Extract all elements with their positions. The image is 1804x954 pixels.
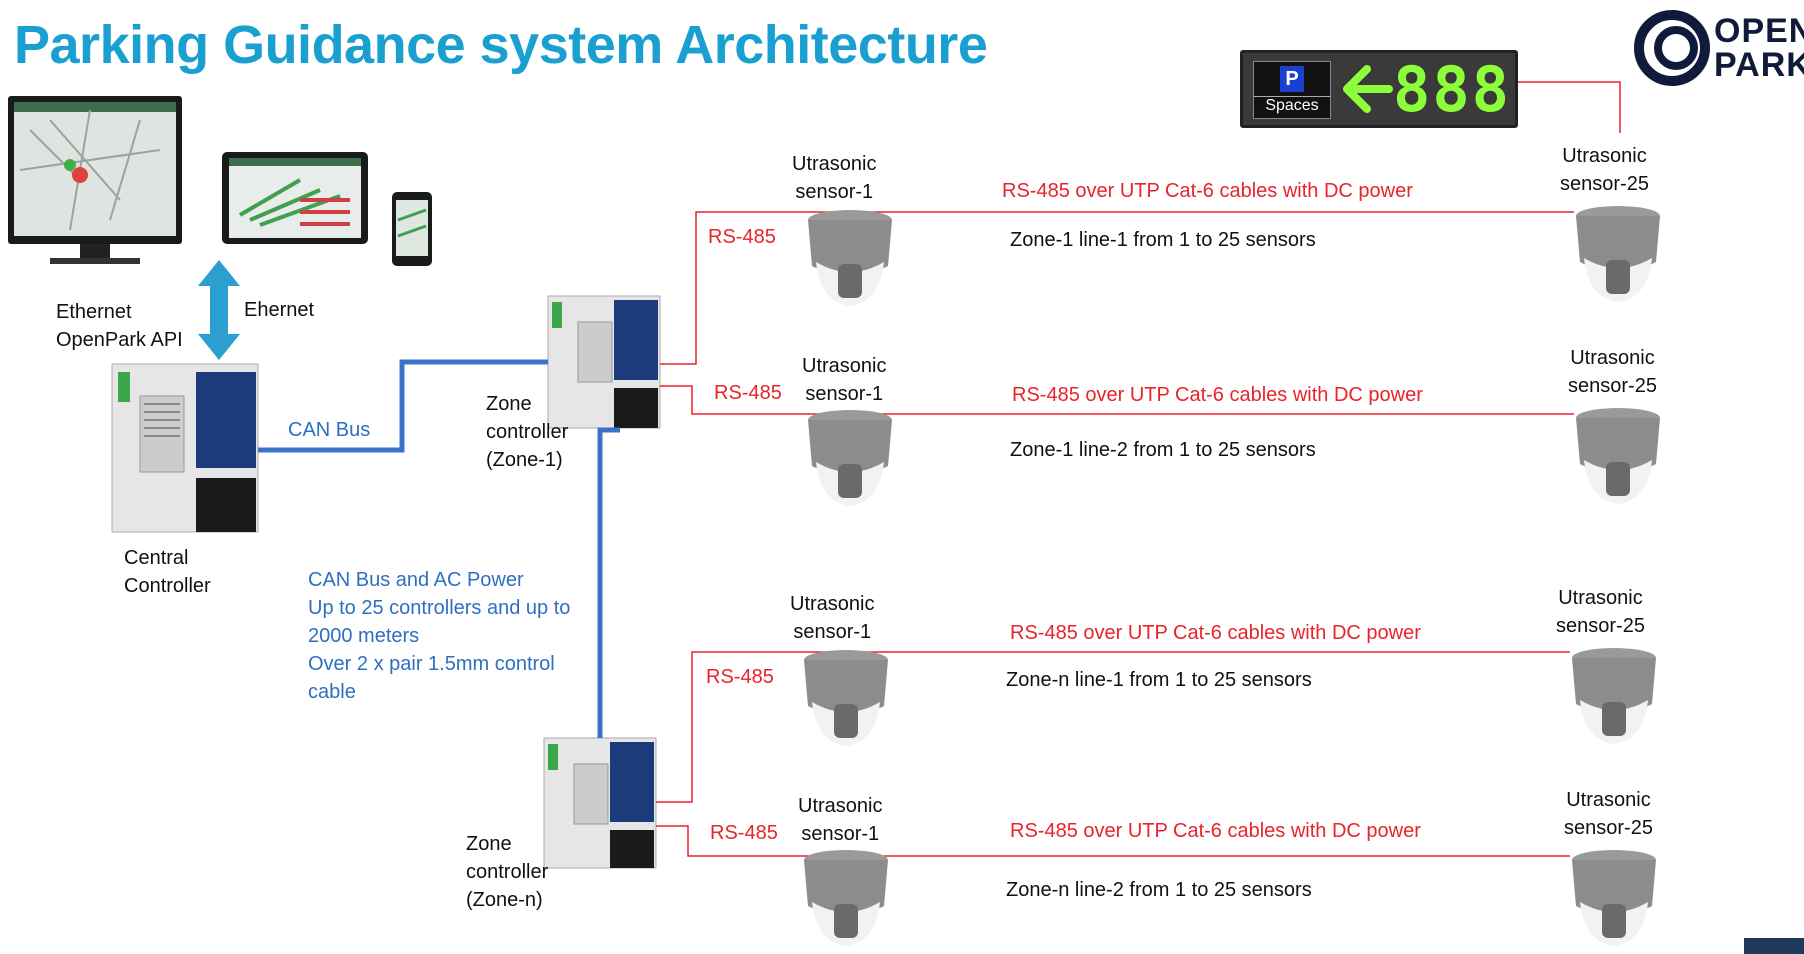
- logo-line-2: PARK: [1714, 46, 1804, 84]
- can-bus-lines: [258, 359, 620, 738]
- sensor-label-line-1: Utrasonic: [792, 153, 877, 175]
- sensor-25-label: Utrasonic sensor-25: [1560, 142, 1649, 198]
- sensor-icon: [1576, 206, 1660, 302]
- zone-1-label: Zone controller (Zone-1): [486, 390, 568, 474]
- corner-block: [1744, 938, 1804, 954]
- cable-label: RS-485 over UTP Cat-6 cables with DC pow…: [1002, 180, 1413, 202]
- can-power-line-3: 2000 meters: [308, 625, 420, 647]
- can-power-line-2: Up to 25 controllers and up to: [308, 597, 571, 619]
- line-description: Zone-n line-1 from 1 to 25 sensors: [1006, 669, 1312, 691]
- sensor-1-label: Utrasonic sensor-1: [802, 352, 886, 408]
- monitor-icon: [8, 96, 182, 264]
- sensor-icon: [804, 650, 888, 746]
- rs485-label: RS-485: [708, 226, 776, 248]
- zone-1-label-line-2: controller: [486, 421, 569, 443]
- can-power-line-1: CAN Bus and AC Power: [308, 569, 524, 591]
- sensor-25-label: Utrasonic sensor-25: [1564, 786, 1653, 842]
- central-controller-icon: [111, 363, 259, 533]
- sign-connector-line: [1518, 81, 1621, 133]
- cable-label: RS-485 over UTP Cat-6 cables with DC pow…: [1012, 384, 1423, 406]
- sign-p-panel: P Spaces: [1253, 61, 1331, 119]
- zone-n-label: Zone controller (Zone-n): [466, 830, 548, 914]
- sensor-icon: [1572, 648, 1656, 744]
- central-label-line-2: Controller: [124, 575, 211, 597]
- sensor-label-line-1: Utrasonic: [1566, 789, 1651, 811]
- can-power-line-4: Over 2 x pair 1.5mm control: [308, 653, 555, 675]
- ethernet-arrow-label: Ehernet: [244, 299, 315, 321]
- sensor-label-line-2: sensor-1: [793, 621, 872, 643]
- zone-n-label-line-1: Zone: [466, 833, 512, 855]
- sensor-1-label: Utrasonic sensor-1: [792, 150, 876, 206]
- zone-n-label-line-2: controller: [466, 861, 549, 883]
- sensor-25-label: Utrasonic sensor-25: [1568, 344, 1657, 400]
- zone-1-label-line-3: (Zone-1): [486, 449, 563, 471]
- rs485-label: RS-485: [714, 382, 782, 404]
- sensor-label-line-1: Utrasonic: [790, 593, 875, 615]
- can-power-line-5: cable: [308, 681, 356, 703]
- sensor-label-line-1: Utrasonic: [798, 795, 883, 817]
- can-bus-label: CAN Bus: [288, 419, 371, 441]
- rs485-lines-zone-1: [660, 211, 1574, 415]
- sensor-1-label: Utrasonic sensor-1: [798, 792, 882, 848]
- openpark-api-label: OpenPark API: [56, 329, 183, 351]
- central-label-line-1: Central: [124, 547, 189, 569]
- central-controller-label: Central Controller: [124, 544, 211, 600]
- sign-spaces-label: Spaces: [1254, 96, 1330, 115]
- parking-p-icon: P: [1280, 66, 1304, 92]
- ethernet-label: Ethernet: [56, 301, 132, 323]
- line-description: Zone-n line-2 from 1 to 25 sensors: [1006, 879, 1312, 901]
- sensor-label-line-2: sensor-25: [1560, 173, 1649, 195]
- rs485-label: RS-485: [706, 666, 774, 688]
- sensor-icon: [1572, 850, 1656, 946]
- sign-digits: 888: [1393, 53, 1511, 126]
- sensor-label-line-2: sensor-25: [1556, 615, 1645, 637]
- rs485-label: RS-485: [710, 822, 778, 844]
- can-power-note: CAN Bus and AC Power Up to 25 controller…: [308, 566, 570, 706]
- sensor-icon: [804, 850, 888, 946]
- left-arrow-icon: [1343, 65, 1393, 113]
- sensor-label-line-1: Utrasonic: [1570, 347, 1655, 369]
- sensor-label-line-2: sensor-25: [1564, 817, 1653, 839]
- sensor-icon: [808, 210, 892, 306]
- sensor-label-line-1: Utrasonic: [1562, 145, 1647, 167]
- cable-label: RS-485 over UTP Cat-6 cables with DC pow…: [1010, 820, 1421, 842]
- logo-line-1: OPEN: [1714, 12, 1804, 50]
- sensor-label-line-2: sensor-25: [1568, 375, 1657, 397]
- sensor-label-line-2: sensor-1: [801, 823, 880, 845]
- sensor-label-line-2: sensor-1: [805, 383, 884, 405]
- sensor-label-line-2: sensor-1: [795, 181, 874, 203]
- line-description: Zone-1 line-2 from 1 to 25 sensors: [1010, 439, 1316, 461]
- sensor-25-label: Utrasonic sensor-25: [1556, 584, 1645, 640]
- zone-controller-n-icon: [543, 737, 657, 869]
- openpark-logo-icon: [1634, 10, 1710, 86]
- sensor-1-label: Utrasonic sensor-1: [790, 590, 874, 646]
- sensor-icon: [808, 410, 892, 506]
- line-description: Zone-1 line-1 from 1 to 25 sensors: [1010, 229, 1316, 251]
- zone-n-label-line-3: (Zone-n): [466, 889, 543, 911]
- parking-sign: P Spaces 888: [1240, 50, 1518, 128]
- ethernet-api-label: Ethernet OpenPark API: [56, 298, 183, 354]
- sensor-icon: [1576, 408, 1660, 504]
- sensor-label-line-1: Utrasonic: [802, 355, 887, 377]
- page-title: Parking Guidance system Architecture: [14, 15, 988, 75]
- ethernet-double-arrow-icon: [198, 260, 240, 360]
- cable-label: RS-485 over UTP Cat-6 cables with DC pow…: [1010, 622, 1421, 644]
- tablet-icon: [222, 152, 368, 244]
- logo-text: OPEN PARK: [1714, 14, 1804, 82]
- phone-icon: [392, 192, 432, 266]
- zone-1-label-line-1: Zone: [486, 393, 532, 415]
- rs485-lines-zone-n: [656, 651, 1570, 857]
- sensor-label-line-1: Utrasonic: [1558, 587, 1643, 609]
